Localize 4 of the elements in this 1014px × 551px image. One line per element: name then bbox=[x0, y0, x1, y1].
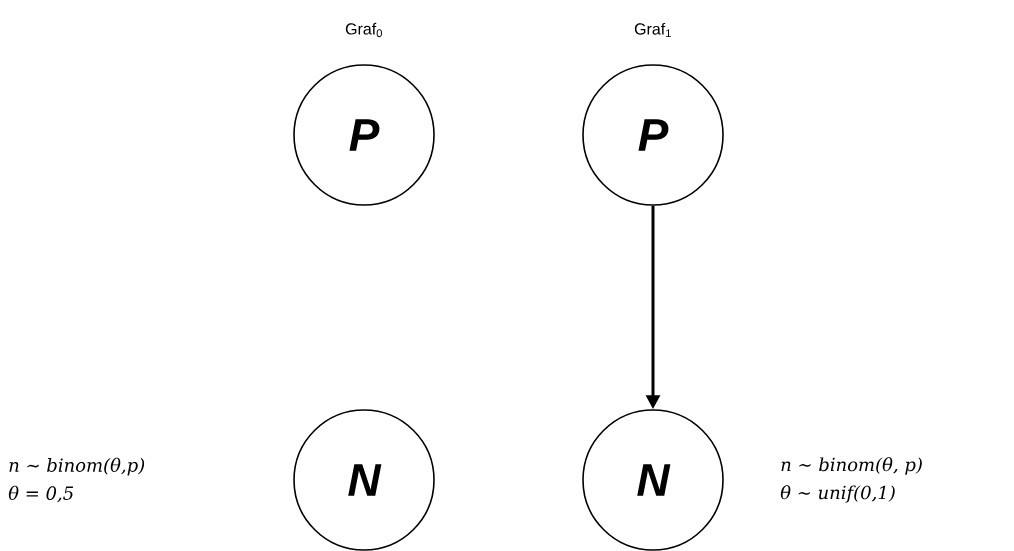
formula-text: n ∼ binom(θ,p) θ = 0,5 bbox=[8, 457, 145, 503]
formula-text: n ∼ binom(θ, p) θ ∼ unif(0,1) bbox=[780, 457, 922, 503]
graph-title: Graf$_{0}$ bbox=[345, 22, 382, 38]
graph-title: Graf$_{1}$ bbox=[634, 22, 671, 38]
